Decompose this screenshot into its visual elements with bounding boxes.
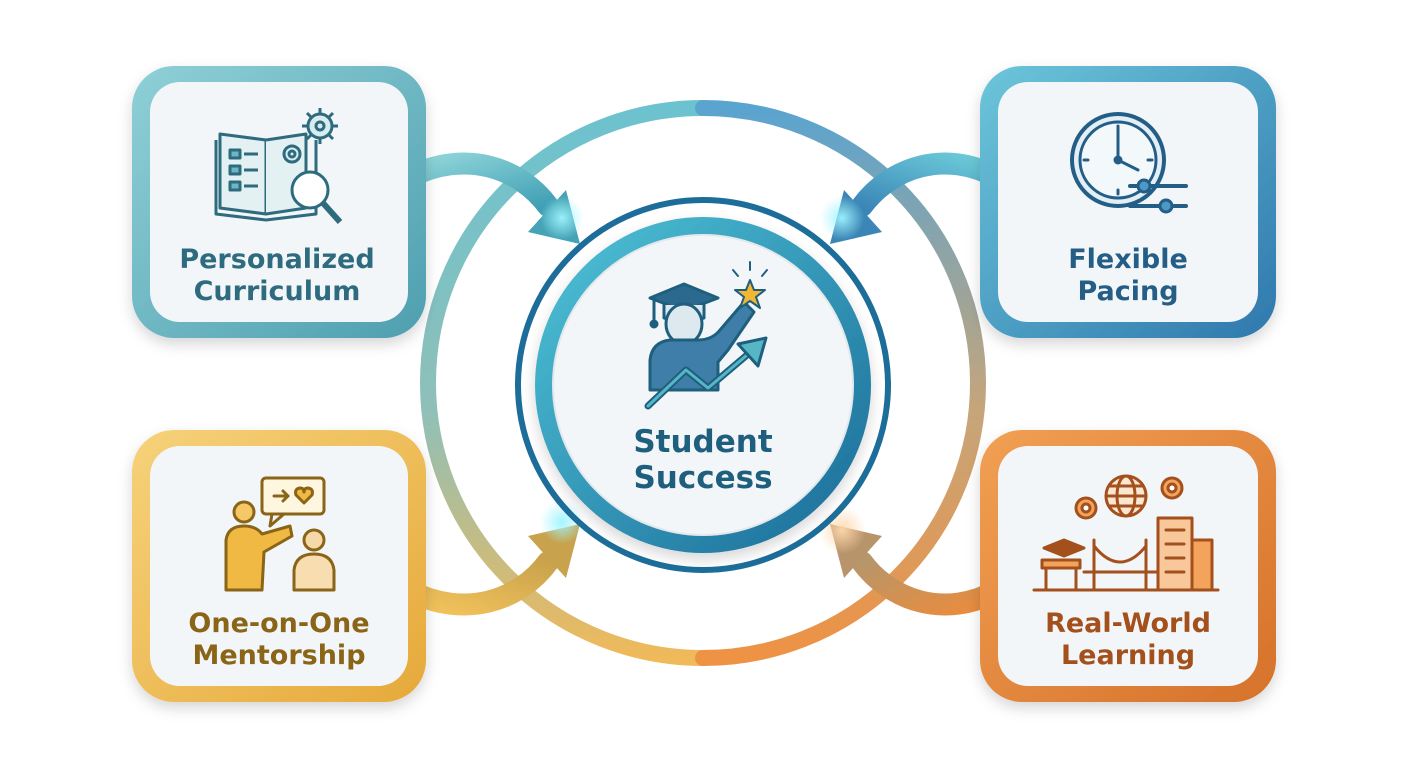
glow-bottom-left — [540, 500, 584, 544]
card-personalized-line2: Curriculum — [194, 276, 361, 307]
clock-sliders-icon — [1070, 112, 1188, 214]
card-one-on-one-mentorship: One-on-One Mentorship — [132, 430, 426, 702]
outer-ring-left — [420, 100, 711, 666]
globe-bridge-city-icon — [1032, 474, 1220, 592]
glow-top-left — [540, 196, 584, 240]
card-mentorship-line2: Mentorship — [192, 640, 365, 671]
card-realworld-line1: Real-World — [1045, 608, 1211, 639]
center-title-line1: Student — [633, 424, 772, 460]
card-flexible-line2: Pacing — [1077, 276, 1178, 307]
glow-bottom-right — [818, 506, 866, 554]
card-realworld-line2: Learning — [1061, 640, 1195, 671]
card-personalized-line1: Personalized — [179, 244, 374, 275]
card-flexible-line1: Flexible — [1068, 244, 1188, 275]
outer-ring-right — [695, 100, 986, 666]
card-mentorship-line1: One-on-One — [188, 608, 369, 639]
card-real-world-learning: Real-World Learning — [980, 430, 1276, 702]
graduate-growth-icon — [644, 261, 768, 410]
card-flexible-pacing: Flexible Pacing — [980, 66, 1276, 338]
mentor-chat-icon — [224, 476, 336, 592]
card-personalized-curriculum: Personalized Curriculum — [132, 66, 426, 338]
glow-top-right — [820, 196, 864, 240]
center-title-line2: Success — [633, 460, 772, 496]
book-gears-magnifier-icon — [214, 108, 343, 225]
